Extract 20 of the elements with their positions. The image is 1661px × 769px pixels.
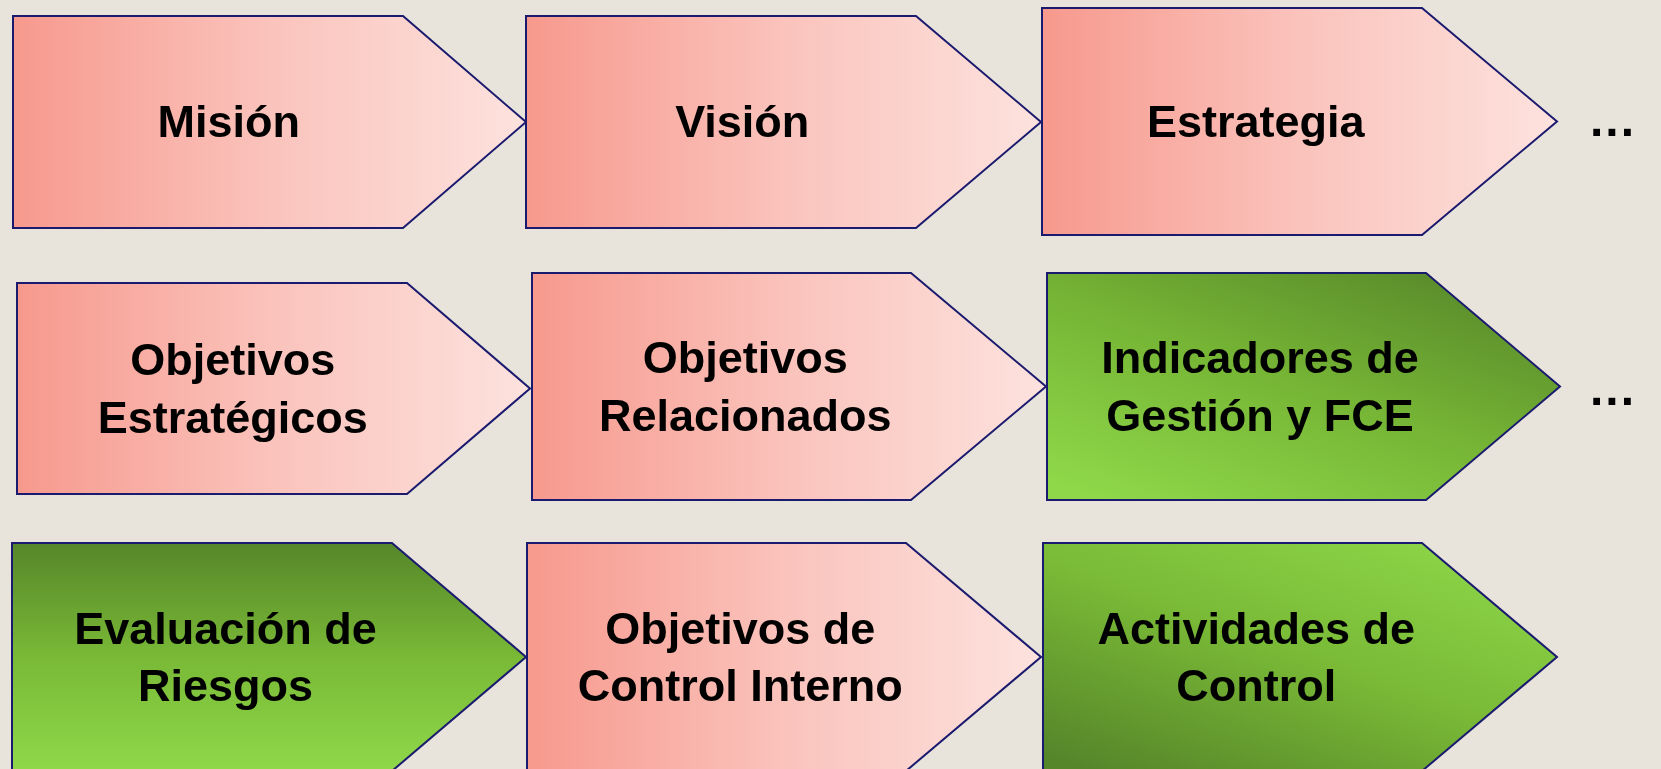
chevron-box [532, 273, 1046, 500]
node-label: Actividades de Control [1096, 601, 1417, 713]
node-label: Visión [675, 95, 810, 150]
chevron-box [1042, 8, 1557, 235]
chevron-box [17, 283, 530, 494]
node-label: Misión [157, 95, 300, 150]
ellipsis-text: ... [1590, 365, 1636, 413]
node-label: Objetivos de Control Interno [576, 601, 904, 713]
chevron-box [12, 543, 526, 769]
node-label: Objetivos Estratégicos [96, 333, 369, 445]
node-label: Objetivos Relacionados [597, 331, 893, 443]
chevron-box [13, 16, 526, 228]
chevron-box [527, 543, 1041, 769]
node-label: Estrategia [1146, 94, 1365, 149]
node-label: Indicadores de Gestión y FCE [1100, 331, 1420, 443]
node-label: Evaluación de Riesgos [73, 601, 378, 713]
chevron-box [1043, 543, 1557, 769]
ellipsis-text: ... [1590, 96, 1636, 144]
chevron-box [526, 16, 1041, 228]
chevron-box [1047, 273, 1560, 500]
